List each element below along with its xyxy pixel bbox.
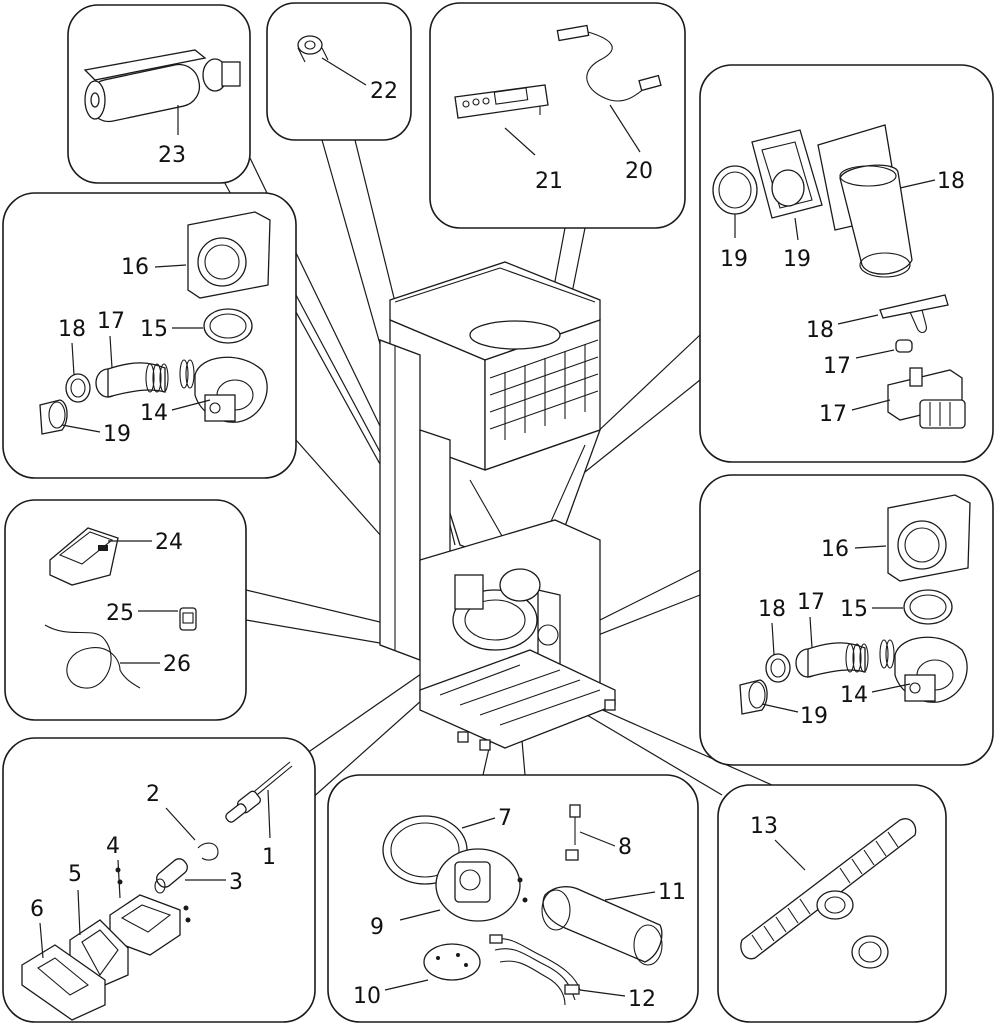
frame-gasket-part-24 (751, 129, 823, 219)
callout-box-14-19-left: 16 15 17 18 (2, 192, 297, 479)
cable-part-26 (556, 24, 662, 102)
part-label-6: 6 (30, 897, 44, 922)
sensor-probe-part-8 (565, 804, 581, 861)
part-label-7: 7 (498, 806, 512, 831)
gear-motor-part-20 (887, 367, 966, 429)
part-label-30: 24 (155, 530, 183, 555)
fan-housing-part-16-right (887, 494, 971, 582)
part-label-1: 1 (262, 845, 276, 870)
part-label-29: 23 (158, 143, 186, 168)
pressure-switch-part-10 (423, 943, 481, 981)
part-label-14-right: 14 (840, 683, 868, 708)
part-label-16-left: 16 (121, 255, 149, 280)
flex-duct-part-13 (740, 818, 917, 969)
part-label-16-right: 16 (821, 537, 849, 562)
end-cap-part-19 (39, 399, 68, 435)
part-label-28: 22 (370, 79, 398, 104)
ring-part-18 (65, 373, 91, 403)
seal-ring-part-25 (712, 165, 758, 215)
part-label-2: 2 (146, 782, 160, 807)
sleeve-part-3 (154, 858, 188, 894)
boiler-unit-main-assembly (379, 261, 616, 751)
part-label-22: 18 (806, 318, 834, 343)
callout-box-30-32: 24 25 26 (4, 499, 247, 721)
part-label-31: 25 (106, 601, 134, 626)
igniter-part-1 (225, 761, 293, 823)
feed-chute-part-23 (817, 124, 913, 278)
callout-box-13: 13 (717, 784, 947, 1023)
part-label-26: 20 (625, 159, 653, 184)
part-label-20: 17 (819, 402, 847, 427)
end-cap-part-19-right (739, 679, 768, 715)
sensor-cable-part-32 (44, 624, 141, 689)
part-label-25: 19 (720, 247, 748, 272)
part-label-21: 17 (823, 354, 851, 379)
part-label-17-left: 17 (97, 309, 125, 334)
part-label-8: 8 (618, 835, 632, 860)
part-label-32: 26 (163, 652, 191, 677)
callout-box-20-25: 19 19 18 18 17 (699, 64, 994, 463)
callout-box-28: 22 (266, 2, 412, 141)
flex-hose-part-17 (95, 359, 195, 398)
part-label-24: 19 (783, 247, 811, 272)
part-label-15-right: 15 (840, 597, 868, 622)
callout-box-1-6: 1 2 3 4 5 6 (2, 737, 316, 1023)
part-label-10: 10 (353, 984, 381, 1009)
part-label-4: 4 (106, 834, 120, 859)
fan-motor-part-14-right (894, 636, 968, 703)
part-label-14-left: 14 (140, 401, 168, 426)
gasket-part-15-right (903, 589, 953, 625)
flex-hose-part-17-right (795, 639, 895, 678)
callout-box-7-12: 7 8 9 11 10 (327, 774, 699, 1023)
plate-part-6 (21, 944, 106, 1021)
auger-tube-part-29 (83, 49, 241, 123)
ring-part-18-right (765, 653, 791, 683)
clip-part-28 (297, 35, 329, 63)
burner-plate-part-9 (435, 848, 528, 922)
callout-box-26-27: 21 20 (429, 2, 686, 229)
callout-box-14-19-right: 16 15 17 18 14 (699, 474, 994, 766)
part-label-9: 9 (370, 915, 384, 940)
part-label-13: 13 (750, 814, 778, 839)
bushing-part-21 (895, 339, 913, 353)
part-label-15-left: 15 (140, 317, 168, 342)
relay-part-31 (179, 607, 197, 631)
part-label-12: 12 (628, 987, 656, 1012)
part-label-18-right: 18 (758, 597, 786, 622)
part-label-23: 18 (937, 169, 965, 194)
wiring-harness-part-12 (489, 934, 581, 1006)
control-box-part-30 (49, 527, 119, 586)
burner-tube-part-11 (541, 886, 663, 966)
hopper-grid (489, 339, 599, 440)
fan-housing-part-16 (187, 211, 271, 299)
fan-motor-part-14 (194, 356, 268, 423)
part-label-11: 11 (658, 880, 686, 905)
part-label-27: 21 (535, 169, 563, 194)
part-label-3: 3 (229, 870, 243, 895)
clip-part-2 (197, 842, 219, 861)
plate-part-22 (879, 294, 949, 334)
part-label-18-left: 18 (58, 317, 86, 342)
callout-box-29: 23 (67, 4, 251, 184)
gasket-part-15 (203, 308, 253, 344)
part-label-19-right: 19 (800, 704, 828, 729)
part-label-17-right: 17 (797, 590, 825, 615)
part-label-5: 5 (68, 862, 82, 887)
control-panel-part-27 (454, 84, 549, 119)
part-label-19-left: 19 (103, 422, 131, 447)
